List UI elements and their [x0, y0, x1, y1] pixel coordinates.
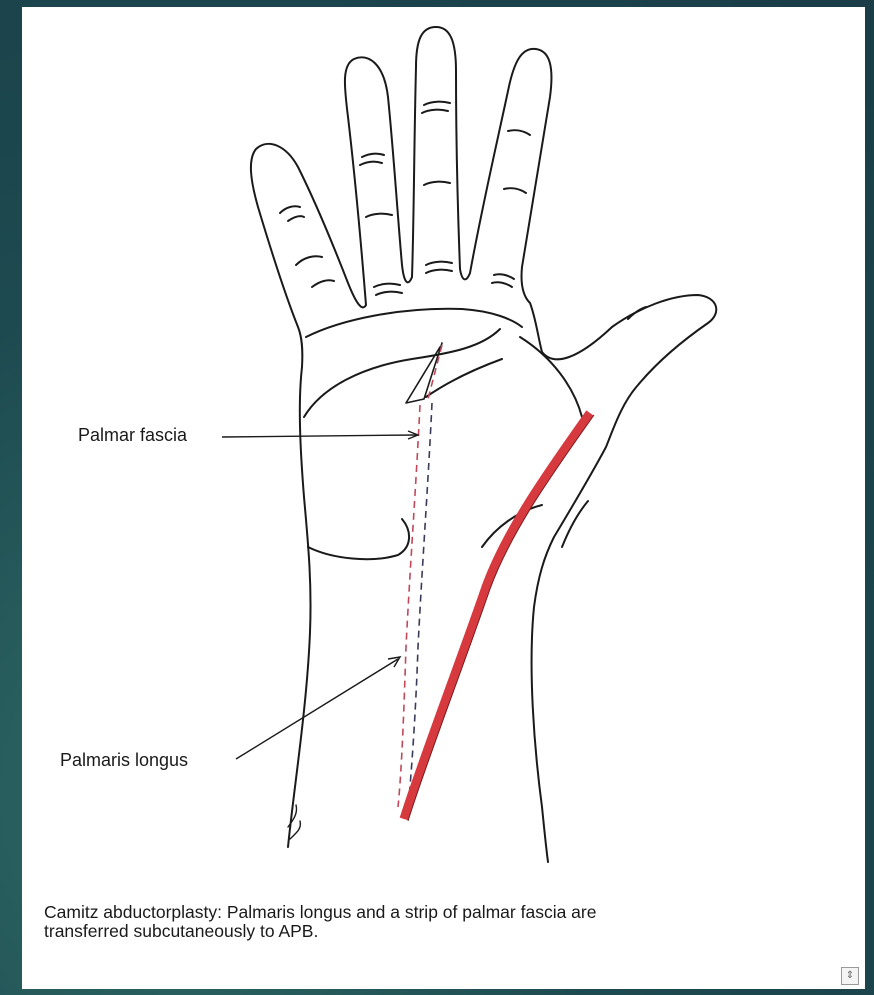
finger-crease — [508, 130, 530, 135]
finger-crease — [628, 307, 646, 319]
leader-palmar-fascia — [222, 435, 416, 437]
palm-crease — [562, 501, 588, 547]
figure-caption: Camitz abductorplasty: Palmaris longus a… — [44, 903, 824, 941]
finger-crease — [360, 162, 382, 165]
finger-crease — [426, 270, 452, 273]
thenar-crease — [520, 337, 582, 417]
finger-crease — [312, 280, 334, 287]
palm-crease — [306, 309, 522, 337]
finger-crease — [426, 262, 452, 265]
caption-line-1: Camitz abductorplasty: Palmaris longus a… — [44, 903, 824, 922]
finger-crease — [362, 154, 384, 157]
caption-line-2: transferred subcutaneously to APB. — [44, 922, 824, 941]
transferred-tendon-outline — [408, 415, 594, 821]
finger-crease — [280, 206, 300, 213]
finger-crease — [288, 216, 304, 221]
figure-card: Palmar fascia Palmaris longus Camitz abd… — [22, 7, 865, 989]
palm-crease — [304, 329, 500, 417]
finger-crease — [296, 256, 322, 265]
finger-crease — [424, 182, 450, 185]
fascia-incision — [406, 343, 442, 403]
finger-crease — [504, 188, 526, 193]
finger-crease — [424, 102, 450, 105]
label-palmaris-longus: Palmaris longus — [60, 750, 188, 771]
hand-outline — [251, 27, 716, 862]
finger-crease — [376, 292, 402, 295]
palmaris-longus-tendon-dashed — [398, 405, 420, 807]
label-palmar-fascia: Palmar fascia — [78, 425, 187, 446]
finger-crease — [374, 284, 400, 287]
leader-palmaris-longus — [236, 659, 398, 759]
resize-icon[interactable]: ⇕ — [841, 967, 859, 985]
palm-crease — [308, 519, 409, 559]
finger-crease — [422, 110, 448, 113]
palm-crease — [426, 359, 502, 397]
finger-crease — [366, 214, 392, 217]
finger-crease — [494, 274, 514, 279]
transferred-tendon-apb — [404, 413, 590, 819]
finger-crease — [492, 282, 512, 287]
